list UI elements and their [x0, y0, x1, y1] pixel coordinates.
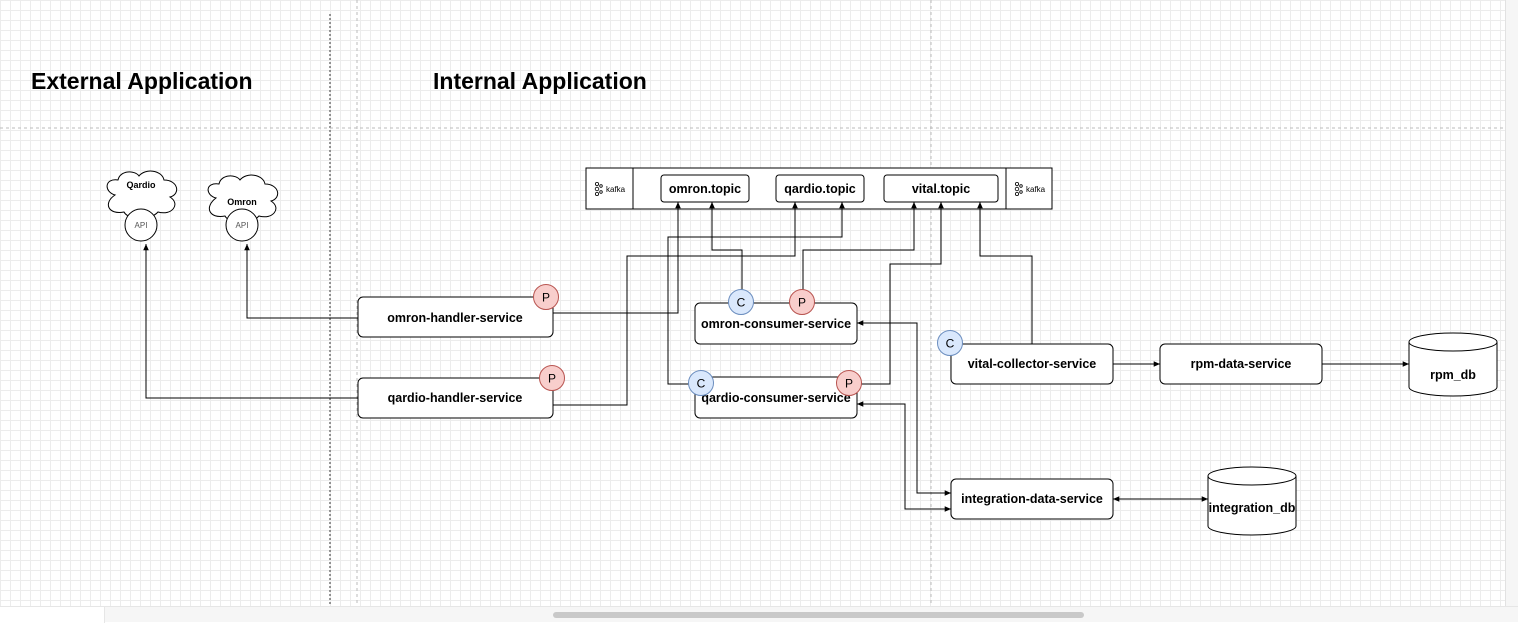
- qardio-api-node[interactable]: [124, 208, 158, 242]
- qardio-handler-service-node[interactable]: qardio-handler-service: [357, 377, 554, 419]
- integration-db-node[interactable]: integration_db: [1207, 466, 1297, 536]
- topic-qardio-label: qardio.topic: [784, 182, 856, 196]
- edge-qardio-consumer-from-qardio-topic: [667, 202, 845, 385]
- integration-data-service-label: integration-data-service: [961, 492, 1103, 506]
- svg-text:P: P: [548, 372, 556, 386]
- svg-text:P: P: [798, 296, 806, 310]
- qardio-cloud[interactable]: Qardio API: [106, 170, 178, 242]
- diagram-svg: External Application Internal Applicatio…: [0, 0, 1505, 606]
- svg-text:C: C: [737, 296, 746, 310]
- vertical-scrollbar[interactable]: [1505, 0, 1518, 606]
- page-tab[interactable]: [0, 607, 105, 623]
- svg-text:C: C: [697, 377, 706, 391]
- vital-collector-service-label: vital-collector-service: [968, 357, 1097, 371]
- qardio-consumer-service-node[interactable]: qardio-consumer-service: [694, 376, 858, 419]
- topic-qardio[interactable]: qardio.topic: [775, 174, 865, 203]
- omron-consumer-service-label: omron-consumer-service: [701, 317, 851, 331]
- rpm-data-service-node[interactable]: rpm-data-service: [1159, 343, 1323, 385]
- integration-db-label: integration_db: [1209, 501, 1296, 515]
- rpm-db-label: rpm_db: [1430, 368, 1476, 382]
- edge-omron-handler-to-omron-topic: [553, 202, 681, 314]
- integration-data-service-node[interactable]: integration-data-service: [950, 478, 1114, 520]
- edge-integration-to-omron-consumer: [857, 320, 951, 496]
- heading-external-application: External Application: [31, 68, 253, 94]
- edge-qardio-handler-to-qardio-api: [143, 244, 358, 399]
- producer-badge-omron-consumer: P: [789, 289, 815, 315]
- producer-badge-qardio-consumer: P: [836, 370, 862, 396]
- consumer-badge-vital-collector: C: [937, 330, 963, 356]
- svg-text:P: P: [845, 377, 853, 391]
- kafka-logo-icon-right: [1014, 181, 1023, 196]
- topic-omron[interactable]: omron.topic: [660, 174, 750, 203]
- omron-api-label: API: [236, 221, 249, 230]
- horizontal-scrollbar[interactable]: [0, 606, 1518, 623]
- omron-api-node[interactable]: [225, 208, 259, 242]
- kafka-brand-left: kafka: [606, 185, 626, 194]
- omron-label: Omron: [227, 197, 257, 207]
- heading-internal-application: Internal Application: [433, 68, 647, 94]
- omron-cloud[interactable]: Omron API: [207, 174, 279, 242]
- topic-vital-label: vital.topic: [912, 182, 970, 196]
- qardio-consumer-service-label: qardio-consumer-service: [701, 391, 850, 405]
- vital-collector-service-node[interactable]: vital-collector-service: [950, 343, 1114, 385]
- qardio-api-label: API: [135, 221, 148, 230]
- omron-handler-service-label: omron-handler-service: [387, 311, 523, 325]
- qardio-label: Qardio: [126, 180, 156, 190]
- edge-qardio-consumer-to-vital-topic: [852, 202, 944, 385]
- svg-text:C: C: [946, 337, 955, 351]
- rpm-data-service-label: rpm-data-service: [1191, 357, 1292, 371]
- consumer-badge-qardio-consumer: C: [688, 370, 714, 396]
- svg-text:P: P: [542, 291, 550, 305]
- omron-handler-service-node[interactable]: omron-handler-service: [357, 296, 554, 338]
- kafka-brand-right: kafka: [1026, 185, 1046, 194]
- horizontal-scrollbar-thumb[interactable]: [553, 612, 1084, 618]
- qardio-handler-service-label: qardio-handler-service: [388, 391, 523, 405]
- edge-qardio-handler-to-qardio-topic: [553, 202, 798, 406]
- producer-badge-qardio-handler: P: [539, 365, 565, 391]
- consumer-badge-omron-consumer: C: [728, 289, 754, 315]
- topic-omron-label: omron.topic: [669, 182, 741, 196]
- topic-vital[interactable]: vital.topic: [883, 174, 999, 203]
- edge-omron-consumer-from-omron-topic: [709, 202, 743, 290]
- rpm-db-node[interactable]: rpm_db: [1408, 332, 1498, 397]
- edge-omron-handler-to-omron-api: [244, 244, 358, 319]
- edge-vital-collector-from-vital-topic: [977, 202, 1033, 345]
- edge-integration-to-qardio-consumer: [857, 401, 951, 512]
- edge-omron-consumer-to-vital-topic: [802, 202, 917, 290]
- producer-badge-omron-handler: P: [533, 284, 559, 310]
- omron-consumer-service-node[interactable]: omron-consumer-service: [694, 302, 858, 345]
- kafka-logo-icon-left: [594, 181, 603, 196]
